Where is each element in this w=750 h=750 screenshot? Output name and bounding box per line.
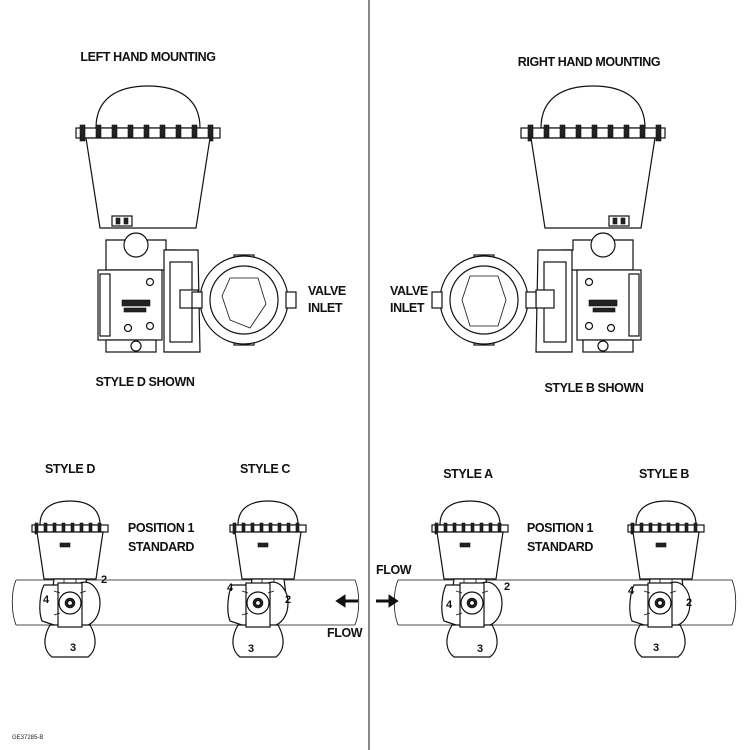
right-positioner — [562, 232, 642, 353]
position-line1-left: POSITION 1 — [128, 521, 195, 535]
position-line2-right: STANDARD — [527, 540, 593, 554]
style-a-label: STYLE A — [443, 467, 493, 481]
flow-label-left: FLOW — [327, 626, 363, 640]
left-inlet-line2: INLET — [308, 301, 343, 315]
left-caption: STYLE D SHOWN — [96, 375, 195, 389]
flow-arrow-left — [335, 594, 358, 608]
right-valve-body — [431, 249, 573, 353]
left-unit1-num3: 3 — [70, 642, 76, 654]
left-unit2-num3: 3 — [248, 643, 254, 655]
right-unit1-num3: 3 — [477, 643, 483, 655]
right-caption: STYLE B SHOWN — [545, 381, 644, 395]
right-inlet-line1: VALVE — [390, 284, 428, 298]
left-unit2-num4: 4 — [227, 582, 234, 594]
flow-label-right: FLOW — [376, 563, 412, 577]
bottom-right-positions: STYLE A STYLE B POSITION 1 STANDARD FLOW… — [376, 467, 737, 658]
right-unit1-num4: 4 — [446, 599, 453, 611]
right-unit2-num2: 2 — [686, 597, 692, 609]
position-line2-left: STANDARD — [128, 540, 194, 554]
drawing-id: GE37285-B — [12, 735, 43, 741]
style-c-label: STYLE C — [240, 462, 290, 476]
left-inlet-line1: VALVE — [308, 284, 346, 298]
left-unit1-num2: 2 — [101, 574, 107, 586]
right-unit1-num2: 2 — [504, 581, 510, 593]
right-inlet-line2: INLET — [390, 301, 425, 315]
left-unit1-num4: 4 — [43, 594, 50, 606]
left-title: LEFT HAND MOUNTING — [80, 50, 215, 64]
left-hand-mounting: LEFT HAND MOUNTING VALVE INLET STYLE D S… — [75, 50, 346, 389]
left-unit2-num2: 2 — [285, 594, 291, 606]
right-hand-mounting: RIGHT HAND MOUNTING VALVE INLET STYLE B … — [390, 55, 666, 395]
position-line1-right: POSITION 1 — [527, 521, 594, 535]
bottom-left-positions: STYLE D STYLE C POSITION 1 STANDARD 4 2 … — [11, 462, 363, 658]
right-actuator — [520, 85, 666, 229]
left-valve-body — [163, 249, 297, 353]
style-b-label: STYLE B — [639, 467, 689, 481]
right-title: RIGHT HAND MOUNTING — [518, 55, 660, 69]
right-unit2-num4: 4 — [628, 585, 635, 597]
flow-arrow-right — [376, 594, 399, 608]
left-actuator — [75, 85, 221, 229]
right-unit2-num3: 3 — [653, 642, 659, 654]
style-d-label: STYLE D — [45, 462, 95, 476]
